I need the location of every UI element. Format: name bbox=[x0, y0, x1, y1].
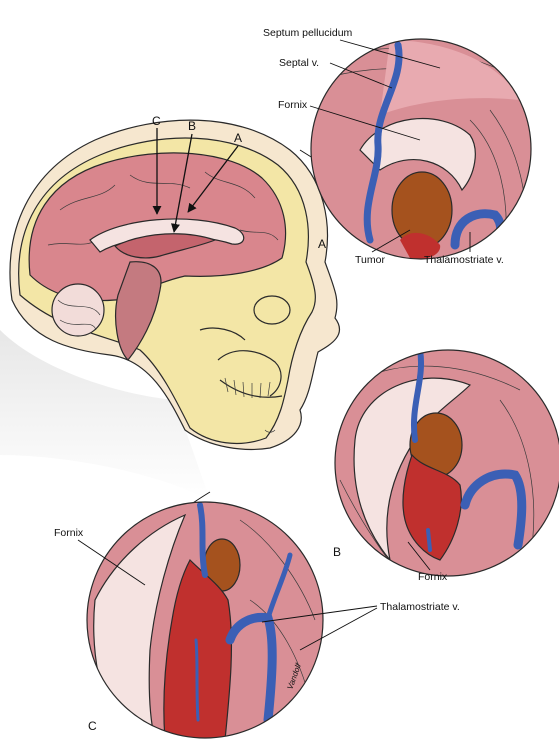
panel-letter-c: C bbox=[88, 719, 97, 733]
circle-b-border bbox=[334, 349, 559, 577]
label-tumor: Tumor bbox=[355, 254, 385, 266]
cerebellum bbox=[51, 283, 105, 337]
label-fornix-a: Fornix bbox=[278, 99, 308, 111]
arrow-a bbox=[187, 145, 239, 213]
arrow-label-a: A bbox=[234, 131, 242, 145]
fornix-a bbox=[359, 117, 476, 192]
circle-a-border bbox=[310, 38, 532, 260]
arrow-label-c: C bbox=[152, 114, 161, 128]
panel-letter-b: B bbox=[333, 545, 341, 559]
vein-small-b bbox=[426, 528, 432, 552]
lateral-ventricle bbox=[114, 233, 217, 259]
label-thalamostriate-a: Thalamostriate v. bbox=[424, 254, 504, 266]
circle-c-border bbox=[86, 501, 324, 739]
head-sagittal-section: C B A bbox=[0, 114, 341, 511]
septal-vein-c bbox=[197, 502, 208, 578]
brainstem bbox=[115, 261, 162, 361]
vein-branch-c bbox=[265, 552, 293, 621]
teeth bbox=[224, 377, 271, 399]
panel-letter-a: A bbox=[318, 237, 326, 251]
circle-view-c: C Fornix Thalamostriate v. Vandolf bbox=[54, 501, 460, 739]
tumor-red-a bbox=[400, 232, 441, 259]
septal-vein-b bbox=[411, 350, 424, 443]
tumor-red-b bbox=[402, 453, 462, 561]
arrow-b bbox=[171, 133, 193, 233]
arrow-label-b: B bbox=[188, 119, 196, 133]
label-septum-pellucidum: Septum pellucidum bbox=[263, 27, 353, 39]
vein-small-c bbox=[194, 638, 200, 722]
neck-shade bbox=[0, 330, 210, 500]
label-septal-v: Septal v. bbox=[279, 57, 319, 69]
label-fornix-c: Fornix bbox=[54, 527, 84, 539]
label-thalamostriate-c: Thalamostriate v. bbox=[380, 601, 460, 613]
septum-pellucidum-a bbox=[380, 40, 520, 115]
septal-vein-a bbox=[363, 41, 403, 244]
circle-view-a: A Septum pellucidum Septal v. Fornix Tum… bbox=[263, 27, 532, 266]
thalamostriate-vein-b bbox=[460, 469, 527, 550]
label-fornix-b: Fornix bbox=[418, 571, 448, 583]
face-skeleton bbox=[199, 295, 291, 433]
circle-view-b: B Fornix bbox=[333, 349, 559, 583]
